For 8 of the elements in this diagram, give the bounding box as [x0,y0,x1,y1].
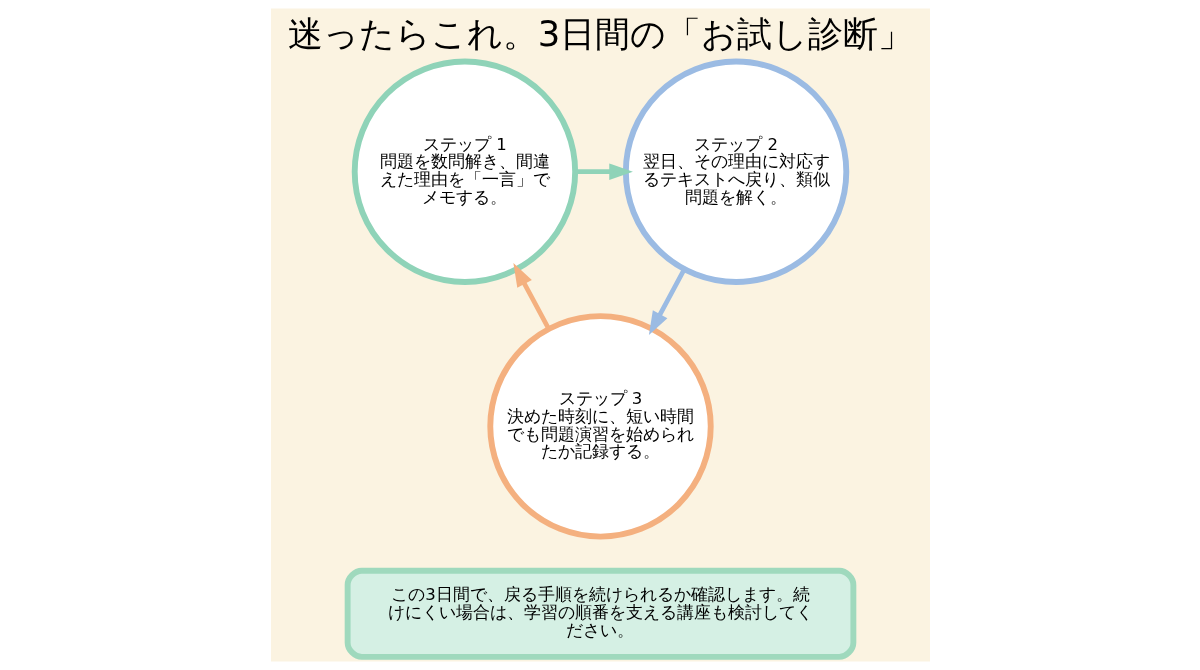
arrow [512,263,551,330]
arrow [575,163,633,180]
node-circle: ステップ 3 決めた時刻に、短い時間でも問題演習を始められたか記録する。 [486,313,714,540]
node-circle: ステップ 2 翌日、その理由に対応するテキストへ戻り、類似問題を解く。 [622,58,849,285]
node-box: この3日間で、戻る手順を続けられるか確認します。続けにくい場合は、学習の順番を支える講座も検討してください。 [344,567,856,660]
node-circle: ステップ 1 問題を数問解き、間違えた理由を「一言」でメモする。 [351,58,578,285]
arrow [648,268,686,336]
diagram-title: 迷ったらこれ。3日間の「お試し診断」 [287,13,913,55]
